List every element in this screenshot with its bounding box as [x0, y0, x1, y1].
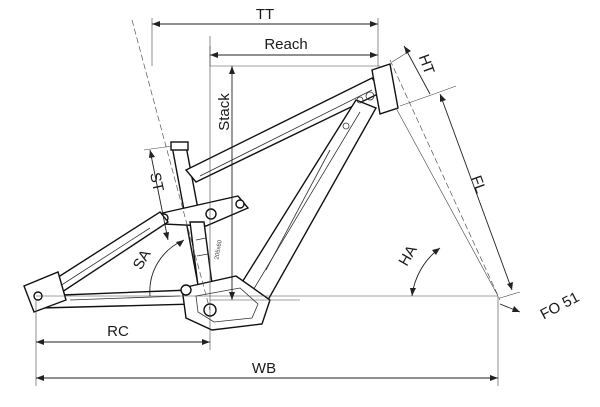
label-stack: Stack — [216, 93, 233, 131]
dim-tt: TT — [151, 6, 379, 66]
label-reach: Reach — [264, 36, 307, 53]
label-ht: HT — [415, 52, 438, 77]
rear-dropout — [23, 271, 67, 313]
down-tube — [234, 99, 378, 301]
dim-fo: FO 51 — [497, 289, 582, 340]
rocker-pivot-front — [235, 199, 245, 209]
label-fo: FO 51 — [537, 289, 582, 324]
dim-wb: WB — [36, 340, 499, 386]
motor-housing — [181, 275, 271, 331]
dim-ha: HA — [396, 242, 441, 297]
label-sa: SA — [130, 247, 155, 273]
dim-fl: FL — [433, 85, 521, 299]
dim-reach: Reach — [209, 36, 378, 66]
dim-rc: RC — [35, 300, 210, 386]
label-tt: TT — [256, 6, 274, 23]
label-rc: RC — [107, 323, 129, 340]
construction-lines — [36, 19, 501, 350]
seatpost-collar — [170, 141, 189, 151]
dim-stack: Stack — [210, 65, 380, 300]
dim-st: ST — [143, 145, 173, 241]
rocker-pivot-main — [205, 208, 217, 220]
head-tube — [371, 63, 399, 115]
label-st: ST — [146, 171, 167, 193]
dim-ht: HT — [391, 45, 438, 107]
label-fl: FL — [467, 173, 489, 195]
label-shock-size: 205x60 — [214, 239, 223, 260]
dim-sa: SA — [130, 239, 185, 297]
label-ha: HA — [396, 242, 421, 269]
label-wb: WB — [252, 360, 276, 377]
frame-drawing — [23, 63, 399, 331]
